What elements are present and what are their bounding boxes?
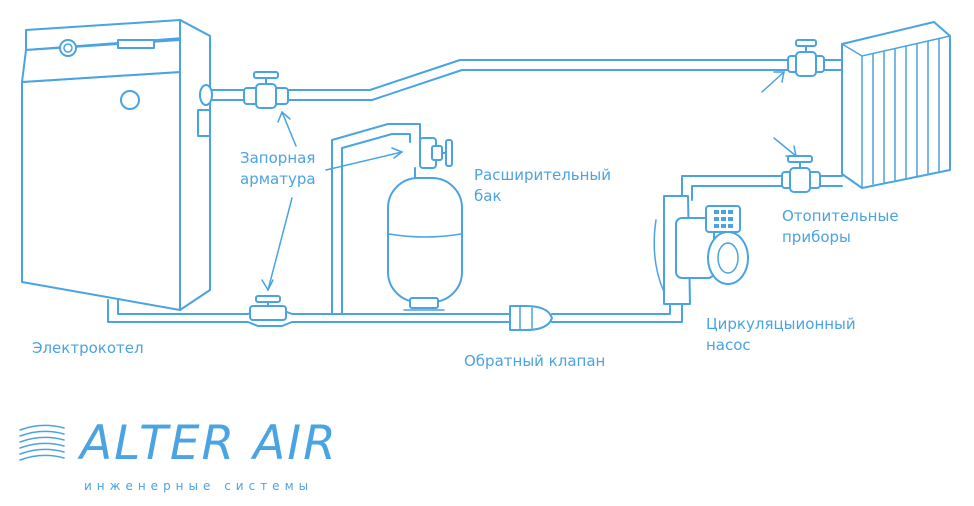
logo-mark-icon <box>19 424 65 461</box>
label-shutoff-valves: Запорная арматура <box>240 148 316 190</box>
logo-tagline: инженерные системы <box>84 479 314 493</box>
supply-pipe <box>202 59 843 91</box>
label-circulation-pump-line1: Циркуляцыионный <box>706 315 856 333</box>
circulation-pump <box>653 195 749 305</box>
electric-boiler <box>21 19 213 311</box>
boiler-outlet <box>199 84 213 106</box>
supply-shutoff-valve <box>243 71 289 109</box>
tank-shutoff-valve <box>419 137 453 169</box>
return-pipe-right <box>551 195 671 315</box>
label-electric-boiler: Электрокотел <box>32 339 144 357</box>
label-expansion-tank-line2: бак <box>474 187 502 205</box>
label-circulation-pump: Циркуляцыионный насос <box>706 314 856 356</box>
boiler-indicator <box>120 90 140 110</box>
label-heating-devices: Отопительные приборы <box>782 206 899 248</box>
boiler-port <box>197 109 211 137</box>
label-heating-devices-line1: Отопительные <box>782 207 899 225</box>
boiler-side <box>179 19 211 311</box>
boiler-front <box>21 71 181 311</box>
arrow-to-tank-valve <box>325 147 404 171</box>
radiator-return-valve <box>781 155 821 193</box>
label-shutoff-valves-line2: арматура <box>240 170 316 188</box>
return-shutoff-valve <box>249 295 287 321</box>
arrow-to-return-valve <box>261 197 293 292</box>
label-heating-devices-line2: приборы <box>782 228 851 246</box>
arrow-to-radiator-return <box>773 137 797 157</box>
tank-riser-pipe <box>331 123 421 315</box>
arrow-to-supply-valve <box>277 110 297 147</box>
boiler-dial <box>59 39 77 57</box>
return-pipe <box>107 299 511 327</box>
pump-motor <box>707 231 749 285</box>
supply-pipe-inner <box>202 69 843 101</box>
label-check-valve: Обратный клапан <box>464 352 606 370</box>
boiler-display <box>117 39 155 49</box>
arrow-to-radiator-supply <box>761 71 785 93</box>
brand-logo: ALTER AIR инженерные системы <box>16 416 376 498</box>
tank-riser-pipe-inner <box>341 133 411 315</box>
check-valve <box>509 305 553 331</box>
expansion-tank <box>387 177 463 311</box>
label-expansion-tank-line1: Расширительный <box>474 166 612 184</box>
radiator <box>841 21 951 189</box>
return-pipe-right-outer <box>551 195 683 323</box>
logo-brand-name: ALTER AIR <box>80 416 338 471</box>
label-expansion-tank: Расширительный бак <box>474 165 611 207</box>
radiator-supply-valve <box>787 39 825 77</box>
label-circulation-pump-line2: насос <box>706 336 751 354</box>
label-shutoff-valves-line1: Запорная <box>240 149 316 167</box>
